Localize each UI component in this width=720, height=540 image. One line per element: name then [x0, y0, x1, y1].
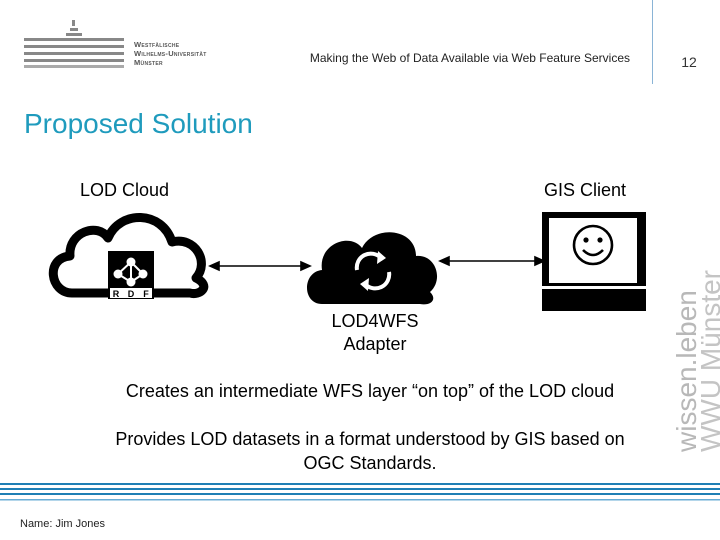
page-number: 12: [681, 54, 697, 70]
header-divider: [652, 0, 653, 84]
rdf-logo-icon: R D F: [108, 251, 154, 299]
rdf-letter-f: F: [143, 289, 149, 299]
university-name-line1: Westfälische: [134, 40, 180, 49]
lod-cloud-label: LOD Cloud: [80, 180, 170, 200]
bullet-intermediate-wfs: Creates an intermediate WFS layer “on to…: [125, 381, 615, 401]
footer-lines: [0, 483, 720, 501]
adapter-label-line2: Adapter: [343, 334, 407, 354]
brand-line2: WWU Münster: [695, 270, 720, 452]
header-title: Making the Web of Data Available via Web…: [309, 51, 630, 65]
wissen-leben-brand: wissen.leben WWU Münster: [671, 270, 720, 453]
rdf-letter-d: D: [128, 289, 135, 299]
bullet-provides-datasets-line1: Provides LOD datasets in a format unders…: [115, 429, 625, 449]
double-arrow-left: [208, 260, 312, 272]
university-logo: [24, 20, 124, 68]
university-name-line2: Wilhelms-Universität: [134, 49, 207, 58]
slide-title: Proposed Solution: [24, 108, 253, 139]
monitor-smiley-icon: [542, 212, 646, 311]
rdf-letter-r: R: [113, 289, 120, 299]
brand-line1: wissen.leben: [671, 290, 702, 453]
double-arrow-right: [438, 255, 546, 267]
adapter-label: LOD4WFS Adapter: [300, 310, 450, 356]
adapter-label-line1: LOD4WFS: [331, 311, 419, 331]
sync-icon: [354, 251, 392, 291]
bullet-provides-datasets-line2: OGC Standards.: [303, 453, 437, 473]
footer-author-name: Name: Jim Jones: [20, 518, 105, 530]
gis-client-label: GIS Client: [544, 180, 627, 200]
university-name-line3: Münster: [134, 58, 163, 67]
university-name: Westfälische Wilhelms-Universität Münste…: [134, 40, 207, 67]
adapter-cloud-icon: [307, 232, 438, 305]
bullet-provides-datasets: Provides LOD datasets in a format unders…: [60, 427, 680, 475]
architecture-diagram: R D F: [48, 212, 646, 311]
